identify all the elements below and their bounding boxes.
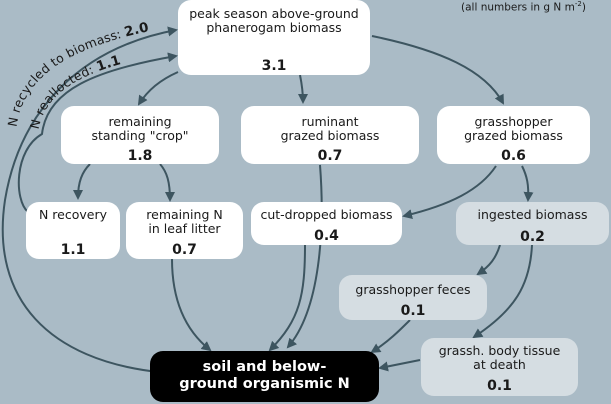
node-label: remaining standing "crop" xyxy=(91,114,189,143)
node-grasshopper-grazed: grasshopper grazed biomass 0.6 xyxy=(437,106,590,164)
node-leaf-litter: remaining N in leaf litter 0.7 xyxy=(126,202,243,259)
node-value: 3.1 xyxy=(261,58,287,74)
node-label: grassh. body tissue at death xyxy=(438,343,561,372)
node-label: cut-dropped biomass xyxy=(260,207,393,222)
node-ruminant-grazed: ruminant grazed biomass 0.7 xyxy=(241,106,419,164)
arrow-recycled-to-biomass xyxy=(1,26,178,373)
node-n-recovery: N recovery 1.1 xyxy=(26,202,120,259)
node-soil: soil and below- ground organismic N xyxy=(150,351,379,402)
arrow-ingested-to-body-tissue xyxy=(472,244,533,339)
node-value: 0.4 xyxy=(314,228,339,244)
node-label: soil and below- ground organismic N xyxy=(179,359,350,392)
node-label: ingested biomass xyxy=(477,207,588,222)
node-remaining-crop: remaining standing "crop" 1.8 xyxy=(61,106,219,164)
node-grasshopper-feces: grasshopper feces 0.1 xyxy=(339,275,487,320)
node-label: grasshopper feces xyxy=(355,282,471,297)
node-value: 0.1 xyxy=(400,303,426,319)
arrow-peak-to-grasshopper xyxy=(371,35,504,105)
node-label: remaining N in leaf litter xyxy=(146,207,223,236)
node-label: ruminant grazed biomass xyxy=(280,114,380,143)
node-value: 0.7 xyxy=(172,242,197,258)
arrow-feces-to-soil xyxy=(370,319,411,354)
node-label: grasshopper grazed biomass xyxy=(464,114,563,143)
node-value: 0.7 xyxy=(317,148,343,164)
node-value: 0.2 xyxy=(520,229,545,245)
arrow-crop-to-n-recovery xyxy=(73,163,91,200)
node-value: 0.6 xyxy=(501,148,526,164)
node-cut-dropped: cut-dropped biomass 0.4 xyxy=(251,202,402,245)
node-value: 0.1 xyxy=(487,378,512,394)
arrow-cut-dropped-to-soil xyxy=(268,244,306,352)
node-peak-biomass: peak season above-ground phanerogam biom… xyxy=(178,0,370,75)
arrow-crop-to-leaf-litter xyxy=(159,163,175,202)
node-value: 1.1 xyxy=(60,242,86,258)
arrow-leaf-litter-to-soil xyxy=(171,258,212,352)
arrow-grasshopper-to-ingested xyxy=(521,165,534,202)
node-label: N recovery xyxy=(38,207,108,222)
arrow-grasshopper-to-cut-dropped xyxy=(402,165,497,220)
units-note: (all numbers in g N m-2) xyxy=(461,0,586,14)
arrow-body-tissue-to-soil xyxy=(378,359,421,372)
arrow-peak-to-ruminant xyxy=(297,74,308,104)
arrow-peak-to-remaining-crop xyxy=(137,71,179,106)
node-ingested: ingested biomass 0.2 xyxy=(456,202,609,245)
node-label: peak season above-ground phanerogam biom… xyxy=(189,6,359,35)
node-body-tissue: grassh. body tissue at death 0.1 xyxy=(421,338,578,396)
arrow-ruminant-to-soil xyxy=(286,164,323,349)
node-value: 1.8 xyxy=(127,148,153,164)
arrow-reallocated xyxy=(17,52,178,213)
arrow-ingested-to-feces xyxy=(476,244,501,276)
